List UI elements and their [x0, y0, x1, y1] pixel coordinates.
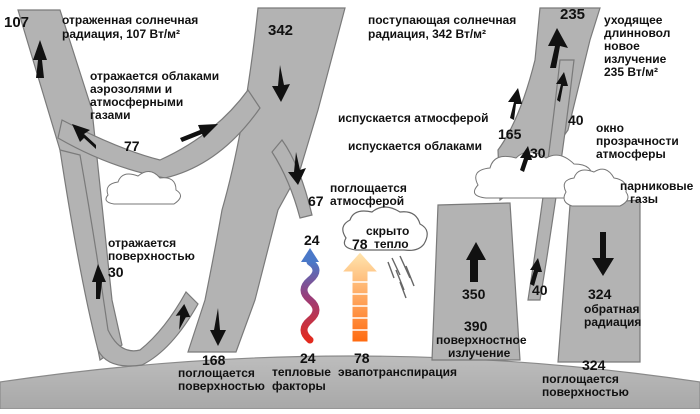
arrow-324-down	[592, 232, 614, 276]
thermals-value-bottom: 24	[300, 350, 316, 366]
absorbed-back-value: 324	[582, 357, 606, 373]
absorbed-surface-value: 168	[202, 352, 226, 368]
incoming-solar-text2: радиация	[368, 27, 426, 41]
reflected-clouds-line2: атмосферными	[90, 95, 184, 109]
emitted-clouds-text: испускается облаками	[348, 139, 482, 153]
arrow-incoming-down	[272, 65, 290, 102]
reflected-clouds-line1: аэрозолями и	[90, 82, 173, 96]
left-cloud	[105, 171, 181, 205]
outgoing-lw-line1: длинновол	[604, 26, 671, 40]
arrow-window-up	[556, 72, 568, 102]
reflected-solar-text1: отраженная солнечная	[62, 13, 199, 27]
incoming-solar-text1: поступающая солнечная	[368, 13, 517, 27]
surface-rad-value-b: 390	[464, 318, 488, 334]
incoming-solar-line2: радиация, 342 Вт/м²	[368, 27, 487, 41]
absorbed-atm-value: 67	[308, 193, 324, 209]
outgoing-lw-line2: новое	[604, 39, 640, 53]
outgoing-lw-last: 235 Вт/м²	[604, 65, 658, 79]
incoming-solar-value: 342	[268, 22, 294, 39]
back-rad-value: 324	[588, 286, 612, 302]
latent-text: эвапотранспирация	[338, 365, 457, 379]
greenhouse-line0: парниковые	[620, 179, 694, 193]
latent-heat-arrow	[340, 251, 380, 343]
reflected-solar-line2: радиация, 107 Вт/м²	[62, 27, 181, 41]
outgoing-lw-value: 235	[560, 6, 586, 23]
thermal-arrow	[300, 258, 320, 344]
absorbed-back-line0: поглощается	[542, 372, 619, 386]
latent-cloud-line0: скрыто	[366, 224, 410, 238]
emitted-clouds-value: 30	[530, 145, 546, 161]
arrow-reflected-up	[33, 40, 47, 78]
thermal-arrow-head	[301, 248, 319, 262]
latent-cloud-line1: тепло	[374, 237, 409, 251]
window-line1: прозрачности	[596, 134, 679, 148]
arrow-cloud-up	[72, 124, 96, 149]
absorbed-surface-line1: поверхностью	[178, 379, 265, 393]
arrow-cloud-down	[180, 124, 218, 142]
latent-value-bottom: 78	[354, 350, 370, 366]
reflected-surface-line1: поверхностью	[108, 249, 195, 263]
outgoing-lw-line0: уходящее	[604, 13, 663, 27]
arrow-v-up	[175, 304, 191, 330]
atmosphere-absorption-band	[271, 139, 313, 219]
thermals-line1: факторы	[272, 379, 326, 393]
back-radiation-band	[557, 199, 641, 363]
earth-surface	[0, 355, 700, 410]
reflected-solar-value: 107	[4, 14, 30, 31]
greenhouse-line1: газы	[630, 192, 659, 206]
reflected-surface-value: 30	[108, 264, 124, 280]
surface-reflection-band	[59, 149, 199, 367]
outgoing-lw-line3: излучение	[604, 52, 667, 66]
back-rad-line0: обратная	[584, 302, 640, 316]
latent-heat-cloud	[342, 206, 428, 251]
back-rad-line1: радиация	[584, 315, 642, 329]
arrow-surface-reflect	[92, 264, 106, 299]
absorbed-atm-line0: поглощается	[330, 181, 407, 195]
reflected-clouds-line0: отражается облаками	[90, 69, 220, 83]
latent-value-top: 78	[352, 236, 368, 252]
arrow-window-bottom	[530, 258, 542, 286]
incoming-solar-band	[187, 7, 346, 353]
emitted-atm-text: испускается атмосферой	[338, 111, 489, 125]
thermals-value-top: 24	[304, 232, 320, 248]
surface-rad-value-a: 350	[462, 286, 486, 302]
absorbed-surface-line0: поглощается	[178, 366, 255, 380]
flow-arrows	[33, 28, 614, 346]
reflected-clouds-line3: газами	[90, 108, 131, 122]
greenhouse-cloud	[563, 168, 629, 207]
rain	[387, 255, 415, 299]
cloud-reflection-band	[57, 88, 261, 179]
reflected-solar-text2-value: 107 Вт/м²	[126, 27, 181, 41]
window-value-bottom: 40	[532, 282, 548, 298]
arrow-235-up	[548, 28, 568, 68]
absorbed-back-line1: поверхностью	[542, 385, 629, 399]
reflected-solar-text2: радиация	[62, 27, 120, 41]
thermals-line0: тепловые	[272, 365, 331, 379]
surface-rad-line1: излучение	[448, 346, 511, 360]
arrow-emit-clouds	[520, 146, 532, 172]
reflected-surface-line0: отражается	[108, 236, 177, 250]
arrow-absorb-atm	[288, 152, 306, 185]
window-line2: атмосферы	[596, 147, 666, 161]
emitted-atm-value: 165	[498, 126, 522, 142]
arrow-165-up	[508, 88, 522, 120]
absorbed-atm-line1: атмосферой	[330, 194, 405, 208]
window-line0: окно	[596, 121, 624, 135]
surface-rad-line0: поверхностное	[436, 333, 527, 347]
arrow-surface-down	[210, 308, 226, 346]
window-value-top: 40	[568, 112, 584, 128]
arrow-350-up	[466, 242, 486, 282]
incoming-solar-text2-value: 342 Вт/м²	[432, 27, 487, 41]
reflected-clouds-value: 77	[124, 138, 140, 154]
